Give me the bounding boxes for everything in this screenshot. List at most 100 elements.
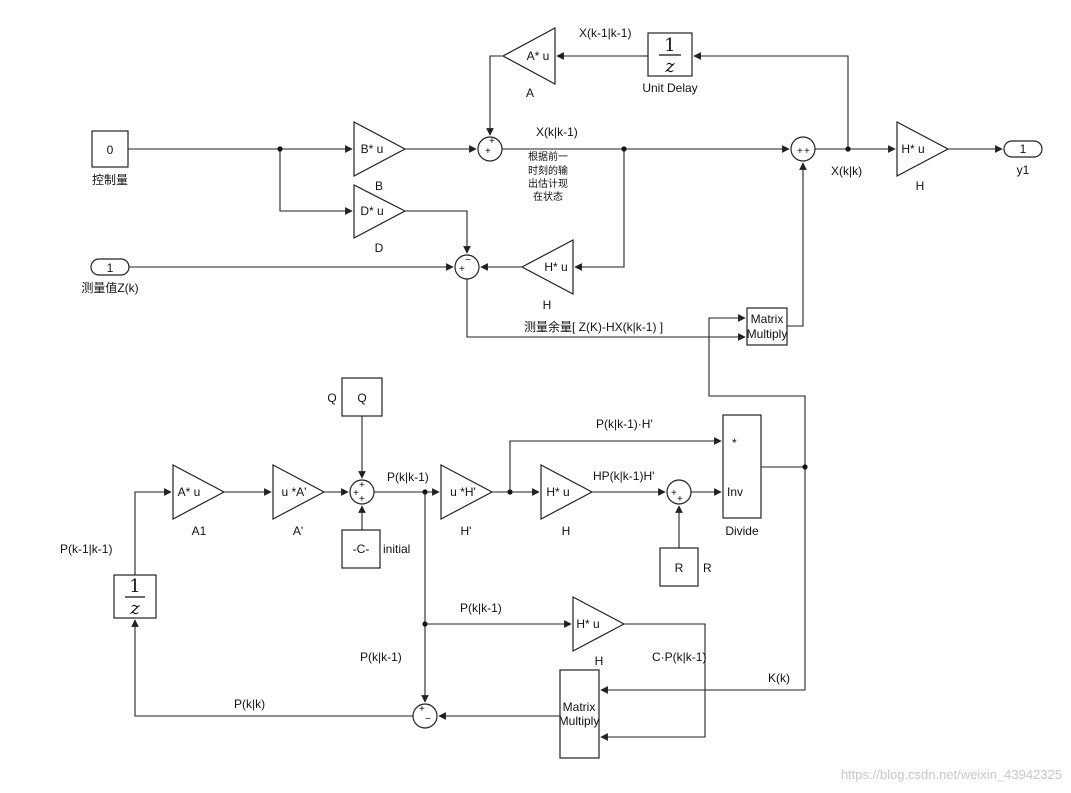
signal-p-pred-b: P(k|k-1)	[460, 601, 502, 615]
gain-h-low-text: H* u	[576, 617, 599, 631]
gain-d-name: D	[375, 241, 384, 255]
matrix-multiply-bottom-block[interactable]: Matrix Multiply	[559, 669, 600, 759]
gain-h-feedback-text: H* u	[544, 260, 567, 274]
gain-b-name: B	[375, 179, 383, 193]
gain-b-block[interactable]: B* u	[353, 121, 407, 177]
gain-b-text: B* u	[361, 142, 384, 156]
svg-text:时刻的输: 时刻的输	[528, 164, 568, 177]
initial-constant-name: initial	[383, 542, 410, 556]
output-outport[interactable]: 1	[1003, 140, 1043, 158]
signal-residual: 测量余量[ Z(K)-HX(k|k-1) ]	[524, 319, 663, 334]
sum-posterior-block[interactable]: + −	[412, 703, 438, 729]
sum-covariance-sign-2: +	[359, 480, 365, 491]
gain-a-name: A	[526, 86, 534, 100]
gain-a-prime-block[interactable]: u *A'	[272, 464, 326, 520]
control-label: 控制量	[92, 173, 128, 187]
q-block-name: Q	[327, 391, 336, 405]
top-wires	[128, 52, 1003, 467]
gain-h-prime-text: u *H'	[450, 485, 476, 499]
divide-name: Divide	[725, 524, 759, 538]
gain-a1-block[interactable]: A* u	[172, 464, 226, 520]
q-block[interactable]: Q	[341, 377, 383, 417]
signal-pkk: P(k|k)	[234, 697, 265, 711]
unit-delay-bottom-den: z	[129, 598, 140, 619]
signal-p-prev: P(k-1|k-1)	[60, 542, 112, 556]
matrix-multiply-top-line1: Matrix	[751, 312, 784, 326]
gain-h-low-block[interactable]: H* u	[572, 596, 626, 652]
gain-h-prime-block[interactable]: u *H'	[440, 464, 494, 520]
sum-residual-sign-2: −	[465, 255, 471, 266]
sum-predict-block[interactable]: + +	[477, 136, 503, 162]
gain-h-output-name: H	[916, 179, 925, 193]
signal-kk: K(k)	[768, 671, 790, 685]
matrix-multiply-bottom-line2: Multiply	[559, 714, 600, 728]
gain-h-output-text: H* u	[901, 142, 924, 156]
sum-covariance-block[interactable]: + + +	[349, 479, 375, 505]
gain-h-mid-block[interactable]: H* u	[540, 464, 594, 520]
divide-mult-sign: *	[732, 436, 737, 450]
q-block-text: Q	[357, 391, 366, 405]
gain-h-feedback-block[interactable]: H* u	[520, 239, 574, 295]
matrix-multiply-bottom-line1: Matrix	[563, 700, 596, 714]
unit-delay-top-name: Unit Delay	[642, 81, 697, 95]
r-block-text: R	[675, 561, 684, 575]
r-block-name: R	[703, 561, 712, 575]
svg-text:在状态: 在状态	[533, 190, 563, 203]
initial-constant-text: -C-	[353, 542, 370, 556]
signal-p-pred-a: P(k|k-1)	[387, 470, 429, 484]
sum-residual-block[interactable]: + −	[454, 254, 480, 280]
sum-posterior-sign-2: −	[425, 714, 431, 725]
matrix-multiply-top-block[interactable]: Matrix Multiply	[746, 307, 788, 346]
sum-posterior-sign-1: +	[419, 704, 425, 715]
gain-a1-name: A1	[192, 524, 207, 538]
gain-h-mid-name: H	[562, 524, 571, 538]
svg-text:出估计现: 出估计现	[528, 177, 568, 190]
unit-delay-bottom-block[interactable]: 1 z	[113, 574, 157, 619]
control-constant-block[interactable]: 0	[91, 130, 129, 168]
sum-update-block[interactable]: + +	[790, 136, 816, 162]
divide-inv-sign: Inv	[727, 485, 743, 499]
sum-predict-sign-1: +	[485, 146, 491, 157]
bottom-wires	[131, 416, 808, 741]
gain-a1-text: A* u	[178, 485, 201, 499]
signal-cp: C·P(k|k-1)	[652, 650, 706, 664]
unit-delay-top-block[interactable]: 1 z	[647, 32, 693, 77]
gain-d-text: D* u	[360, 204, 383, 218]
gain-a-text: A* u	[527, 49, 550, 63]
gain-d-block[interactable]: D* u	[353, 184, 407, 239]
svg-text:根据前一: 根据前一	[528, 150, 568, 163]
sum-residual-sign-1: +	[459, 264, 465, 275]
initial-constant-block[interactable]: -C-	[341, 529, 381, 569]
output-label: y1	[1017, 163, 1030, 177]
gain-h-mid-text: H* u	[546, 485, 569, 499]
signal-p-pred-c: P(k|k-1)	[360, 650, 402, 664]
unit-delay-top-num: 1	[664, 35, 675, 56]
sum-innovation-cov-block[interactable]: + +	[666, 479, 692, 505]
gain-h-feedback-name: H	[543, 298, 552, 312]
sum-innovation-sign-1: +	[671, 488, 677, 499]
gain-h-low-name: H	[595, 654, 604, 668]
signal-hph: HP(k|k-1)H'	[593, 469, 654, 483]
sum-covariance-sign-1: +	[353, 488, 359, 499]
gain-h-output-block[interactable]: H* u	[896, 121, 950, 177]
sum-update-sign-2: +	[804, 146, 810, 157]
sum-covariance-sign-3: +	[359, 494, 365, 505]
gain-a-block[interactable]: A* u	[501, 26, 556, 86]
matrix-multiply-top-line2: Multiply	[747, 327, 788, 341]
sum-innovation-sign-2: +	[677, 494, 683, 505]
measurement-inport[interactable]: 1	[90, 258, 130, 276]
measurement-inport-number: 1	[107, 261, 114, 275]
unit-delay-top-den: z	[664, 56, 675, 77]
watermark: https://blog.csdn.net/weixin_43942325	[841, 767, 1062, 782]
signal-x-pred-note: 根据前一 时刻的输 出估计现 在状态	[528, 150, 568, 203]
control-constant-value: 0	[107, 143, 114, 157]
r-block[interactable]: R	[659, 547, 699, 587]
gain-a-prime-name: A'	[293, 524, 303, 538]
sum-update-sign-1: +	[797, 146, 803, 157]
signal-x-est: X(k|k)	[831, 164, 862, 178]
measurement-label: 测量值Z(k)	[81, 280, 138, 295]
unit-delay-bottom-num: 1	[129, 576, 140, 597]
divide-block[interactable]: * Inv	[722, 414, 762, 519]
gain-a-prime-text: u *A'	[282, 485, 307, 499]
